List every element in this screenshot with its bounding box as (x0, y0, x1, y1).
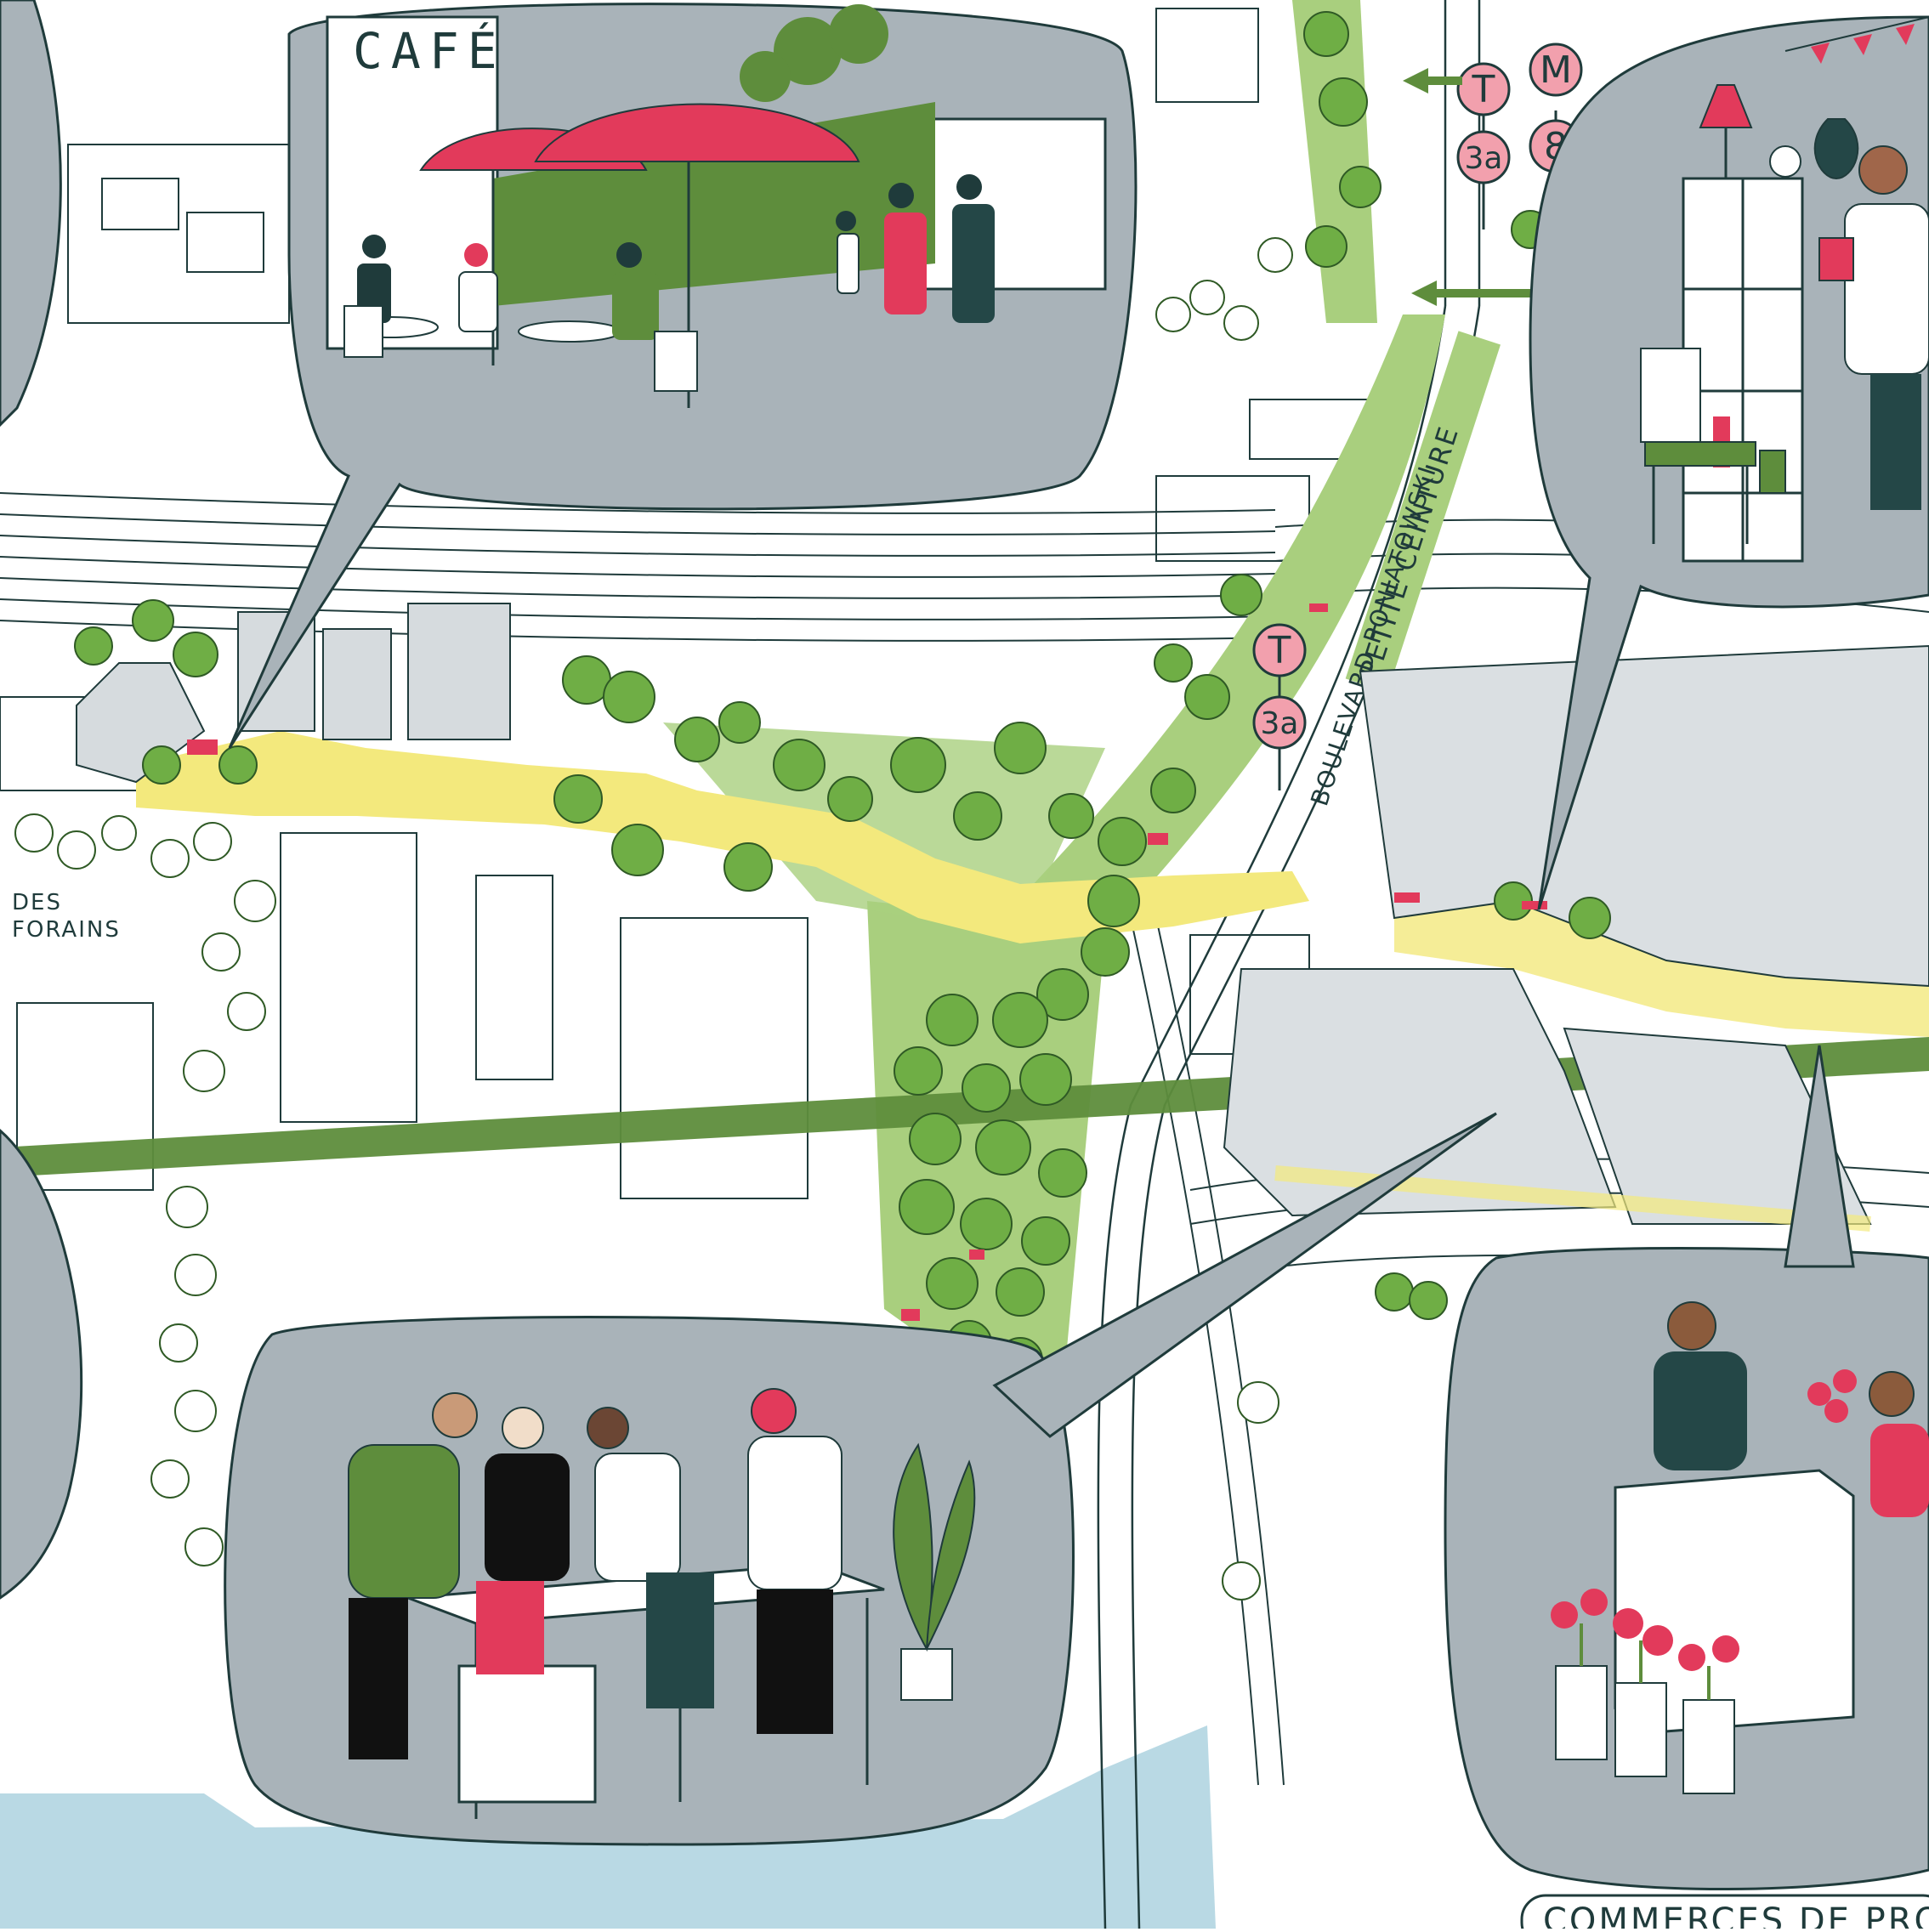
flower-bucket-icon (1555, 1665, 1608, 1760)
map-accents (187, 603, 1547, 1321)
flower-stall-bubble (1444, 1045, 1929, 1890)
transit-stop-upper: T 3a M 8 (1403, 42, 1583, 306)
flower-bucket-icon (1682, 1699, 1735, 1794)
plant-pot-icon (900, 1648, 953, 1701)
caption-badge: COMMERCES DE PROXIMIT (1520, 1894, 1929, 1932)
tram-stop-icon (1456, 62, 1511, 116)
outline-trees (14, 237, 1293, 1601)
bubble-edge-top-left (0, 0, 62, 428)
river (0, 1725, 1216, 1929)
district-label-line1: DES (12, 890, 62, 915)
tram-line-icon (1456, 130, 1511, 184)
district-label: DES FORAINS (12, 890, 121, 943)
tree-clusters (74, 8, 1611, 1383)
bubble-edge-left (0, 1129, 83, 1600)
metro-stop-letter: M (1540, 48, 1572, 92)
district-label-line2: FORAINS (12, 917, 121, 943)
tram-line-number: 3a (1465, 141, 1503, 176)
caption-text: COMMERCES DE PROXIMIT (1543, 1901, 1929, 1929)
tram-stop-letter: T (1472, 68, 1495, 111)
metro-stop-icon (1529, 42, 1583, 97)
workshop-bubble (224, 1112, 1497, 1846)
tram-stop-letter-lower: T (1268, 629, 1291, 672)
tram-line-icon-lower (1252, 695, 1307, 750)
cafe-bubble: CAFÉ (228, 3, 1138, 749)
promenade (136, 731, 1929, 1037)
tram-stop-icon-lower (1252, 623, 1307, 677)
cafe-sign: CAFÉ (353, 21, 506, 80)
flower-bucket-icon (1614, 1682, 1667, 1777)
shop-bubble (1529, 15, 1929, 910)
umbrella-icon (534, 103, 860, 162)
tram-line-number-lower: 3a (1261, 706, 1299, 741)
lamp-icon (1699, 84, 1753, 128)
transit-stop-lower: T 3a (1252, 623, 1307, 790)
